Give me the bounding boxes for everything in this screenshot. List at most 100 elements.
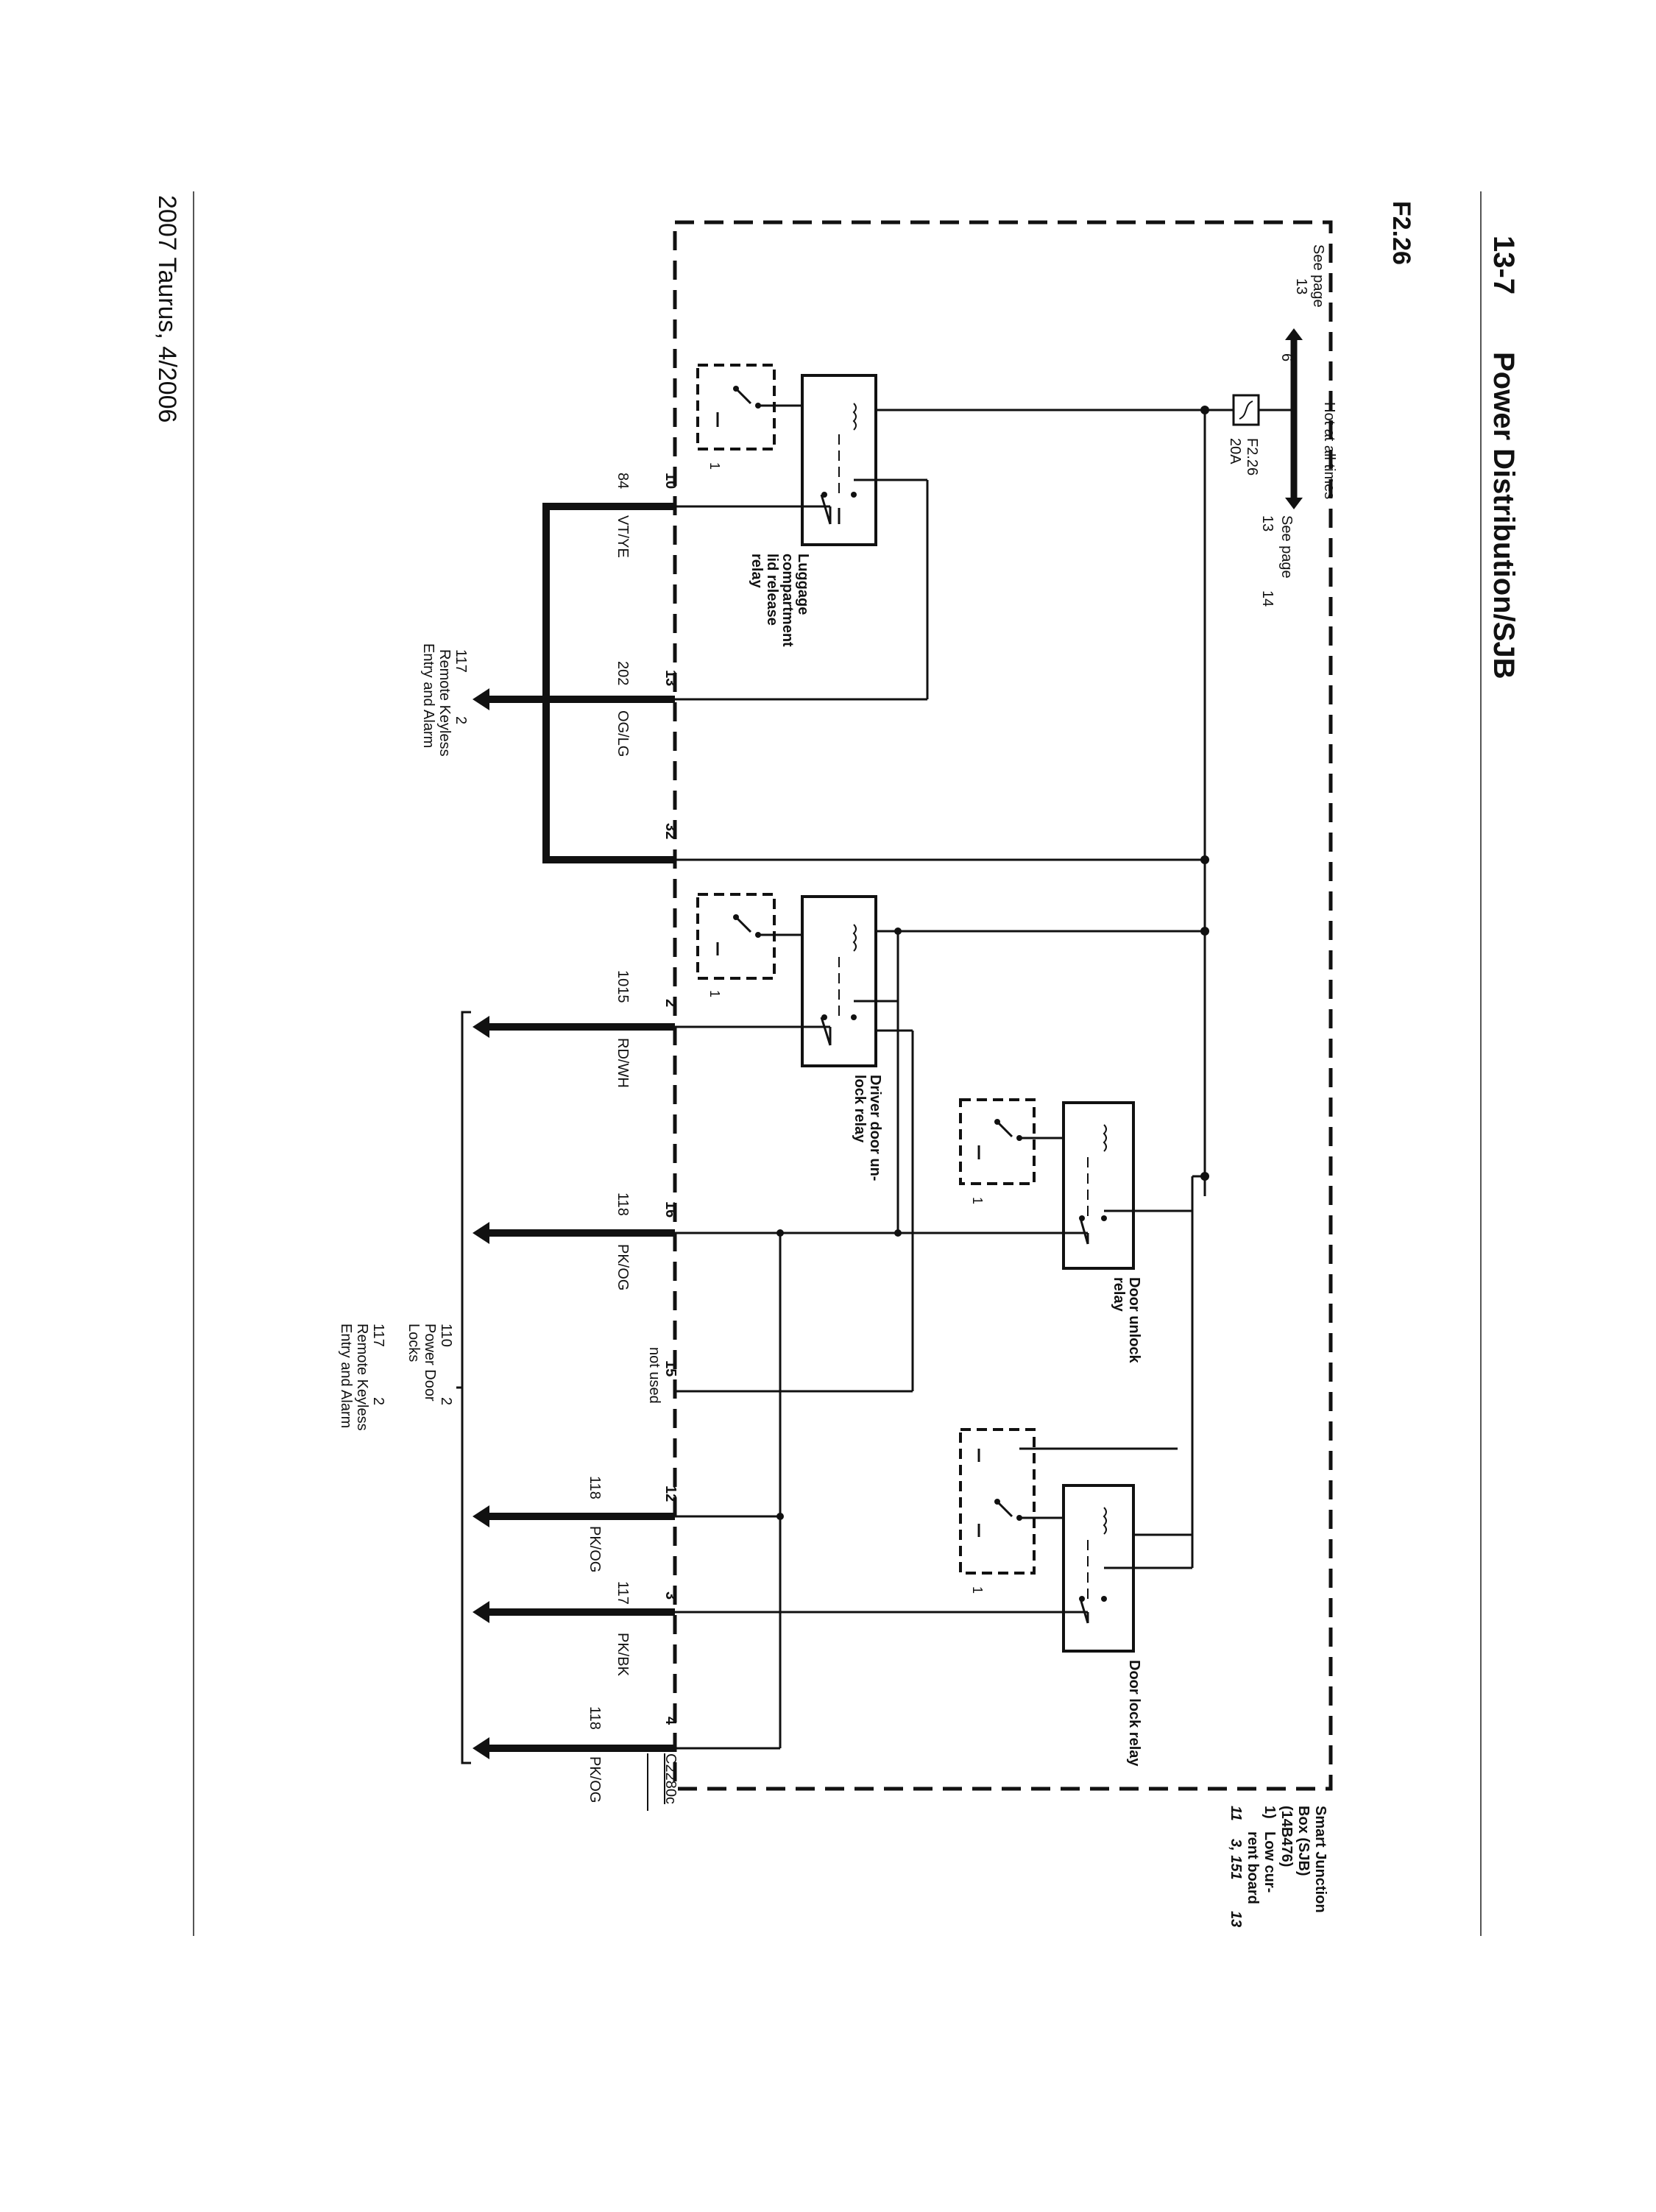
see-page-right-page: 13 [1259, 515, 1275, 531]
luggage-lc-contact [733, 386, 739, 392]
sjb-ref-last: 13 [1228, 1911, 1244, 1927]
luggage-relay-contact-b [851, 492, 857, 498]
luggage-relay-label-1: Luggage [795, 554, 811, 615]
luggage-relay-contact-a [821, 492, 827, 498]
pin3-arrow [473, 1601, 489, 1623]
pin4-arrow [473, 1737, 489, 1759]
see-page-left-page: 13 [1293, 278, 1309, 294]
pin-13-circuit: 202 [615, 661, 631, 685]
junction-feed-luggage [1200, 406, 1209, 414]
pin16-arrow [473, 1222, 489, 1244]
door-unlock-switch [1079, 1218, 1089, 1245]
luggage-relay-label-2: compartment [779, 554, 796, 647]
driver-relay-label-1: Driver door un- [867, 1075, 883, 1181]
connector-id: C2280c [662, 1753, 679, 1804]
dest-door-locks-page: 110 [438, 1324, 454, 1347]
page-title: Power Distribution/SJB [1487, 352, 1520, 679]
fuse-code-heading: F2.26 [1387, 201, 1415, 265]
driver-relay-switch [820, 1017, 832, 1046]
dest-keyless-b-line1: Remote Keyless [354, 1324, 370, 1431]
door-unlock-lc-note: 1 [970, 1197, 985, 1204]
pin-2-color: RD/WH [615, 1038, 631, 1088]
pin-12-number: 12 [662, 1485, 679, 1502]
luggage-relay-label-3: lid release [764, 554, 780, 626]
driver-lowcurrent-board [696, 893, 776, 980]
luggage-relay-switch [820, 494, 832, 525]
pin-15-number: 15 [662, 1360, 679, 1377]
see-page-right-label: See page [1278, 515, 1295, 579]
junction-feed-lock-relays [1200, 1172, 1209, 1181]
door-lock-label: Door lock relay [1126, 1660, 1142, 1767]
sjb-note-number: 1) [1262, 1806, 1278, 1819]
door-unlock-lc-switch [996, 1120, 1013, 1138]
dest-keyless-a-page: 117 [453, 649, 469, 673]
pin2-arrow [473, 1016, 489, 1038]
door-lock-group-bracket [461, 1011, 471, 1764]
sjb-note-line1: Low cur- [1262, 1831, 1278, 1893]
driver-relay-label-2: lock relay [852, 1075, 868, 1143]
dest-keyless-a-line1: Remote Keyless [436, 649, 453, 757]
junction-door-unlock-pin16 [894, 1229, 902, 1237]
dest-keyless-a-grid: 2 [453, 716, 469, 724]
pin-3-color: PK/BK [615, 1633, 631, 1677]
see-page-left-grid: 6 [1278, 353, 1295, 361]
footer-model-date: 2007 Taurus, 4/2006 [153, 195, 181, 423]
pin12-arrow [473, 1505, 489, 1527]
see-page-right-grid: 14 [1259, 590, 1275, 607]
pin-2-number: 2 [662, 999, 679, 1007]
pin-16-circuit: 118 [615, 1192, 631, 1216]
pin-12-color: PK/OG [587, 1526, 603, 1572]
luggage-lc-note: 1 [707, 462, 722, 470]
sjb-part-number: (14B476) [1278, 1806, 1295, 1867]
sjb-note-line2: rent board [1245, 1831, 1261, 1904]
door-lock-contact-a [1079, 1596, 1085, 1602]
dest-keyless-b-line2: Entry and Alarm [338, 1324, 354, 1428]
pin-10-color: VT/YE [615, 515, 631, 558]
sjb-title-line2: Box (SJB) [1295, 1806, 1312, 1876]
bus-arrow-right [1285, 498, 1303, 509]
junction-branch-118 [776, 1229, 784, 1237]
pin-4-circuit: 118 [587, 1706, 603, 1730]
pin13-arrow [473, 688, 489, 710]
pin-16-number: 16 [662, 1201, 679, 1218]
driver-lc-switch [735, 916, 752, 933]
door-lock-contact-b [1101, 1596, 1107, 1602]
dest-keyless-a-line2: Entry and Alarm [420, 643, 436, 748]
sjb-ref-grids: 3, 151 [1228, 1839, 1244, 1880]
driver-relay-contact-b [851, 1014, 857, 1020]
luggage-relay-coil [852, 403, 857, 431]
door-unlock-contact-b [1101, 1215, 1107, 1221]
door-unlock-lc-contact [994, 1119, 1000, 1125]
sjb-title-line1: Smart Junction [1312, 1806, 1328, 1913]
pin-13-number: 13 [662, 670, 679, 686]
dest-door-locks-line2: Locks [406, 1324, 422, 1362]
pin-10-number: 10 [662, 473, 679, 489]
dest-door-locks-line1: Power Door [422, 1324, 438, 1402]
driver-relay-coil [852, 924, 857, 952]
door-unlock-lowcurrent-board [959, 1098, 1036, 1185]
sjb-ref-page: 11 [1228, 1806, 1244, 1821]
door-lock-coil [1103, 1507, 1107, 1535]
door-lock-relay [1062, 1484, 1135, 1653]
sjb-boundary [673, 220, 1333, 1791]
door-unlock-coil [1103, 1124, 1107, 1152]
luggage-lc-switch [735, 387, 752, 405]
hot-at-all-times-label: Hot at all times [1321, 402, 1337, 499]
page-number: 13-7 [1487, 236, 1520, 294]
pin-12-circuit: 118 [587, 1476, 603, 1499]
junction-driver-relay-bus [894, 927, 902, 935]
fuse-name: F2.26 [1244, 438, 1260, 476]
pin-4-number: 4 [662, 1717, 679, 1725]
door-lock-lc-contact [994, 1499, 1000, 1505]
pin-2-circuit: 1015 [615, 970, 631, 1003]
door-unlock-label-2: relay [1111, 1277, 1127, 1312]
door-lock-lc-switch [996, 1500, 1013, 1518]
driver-lc-contact [733, 914, 739, 920]
dest-door-locks-grid: 2 [438, 1397, 454, 1405]
pin-10-circuit: 84 [615, 473, 631, 489]
door-unlock-label-1: Door unlock [1126, 1277, 1142, 1364]
door-unlock-contact-a [1079, 1215, 1085, 1221]
dest-keyless-b-grid: 2 [370, 1397, 386, 1405]
junction-feed-pin-32 [1200, 855, 1209, 864]
